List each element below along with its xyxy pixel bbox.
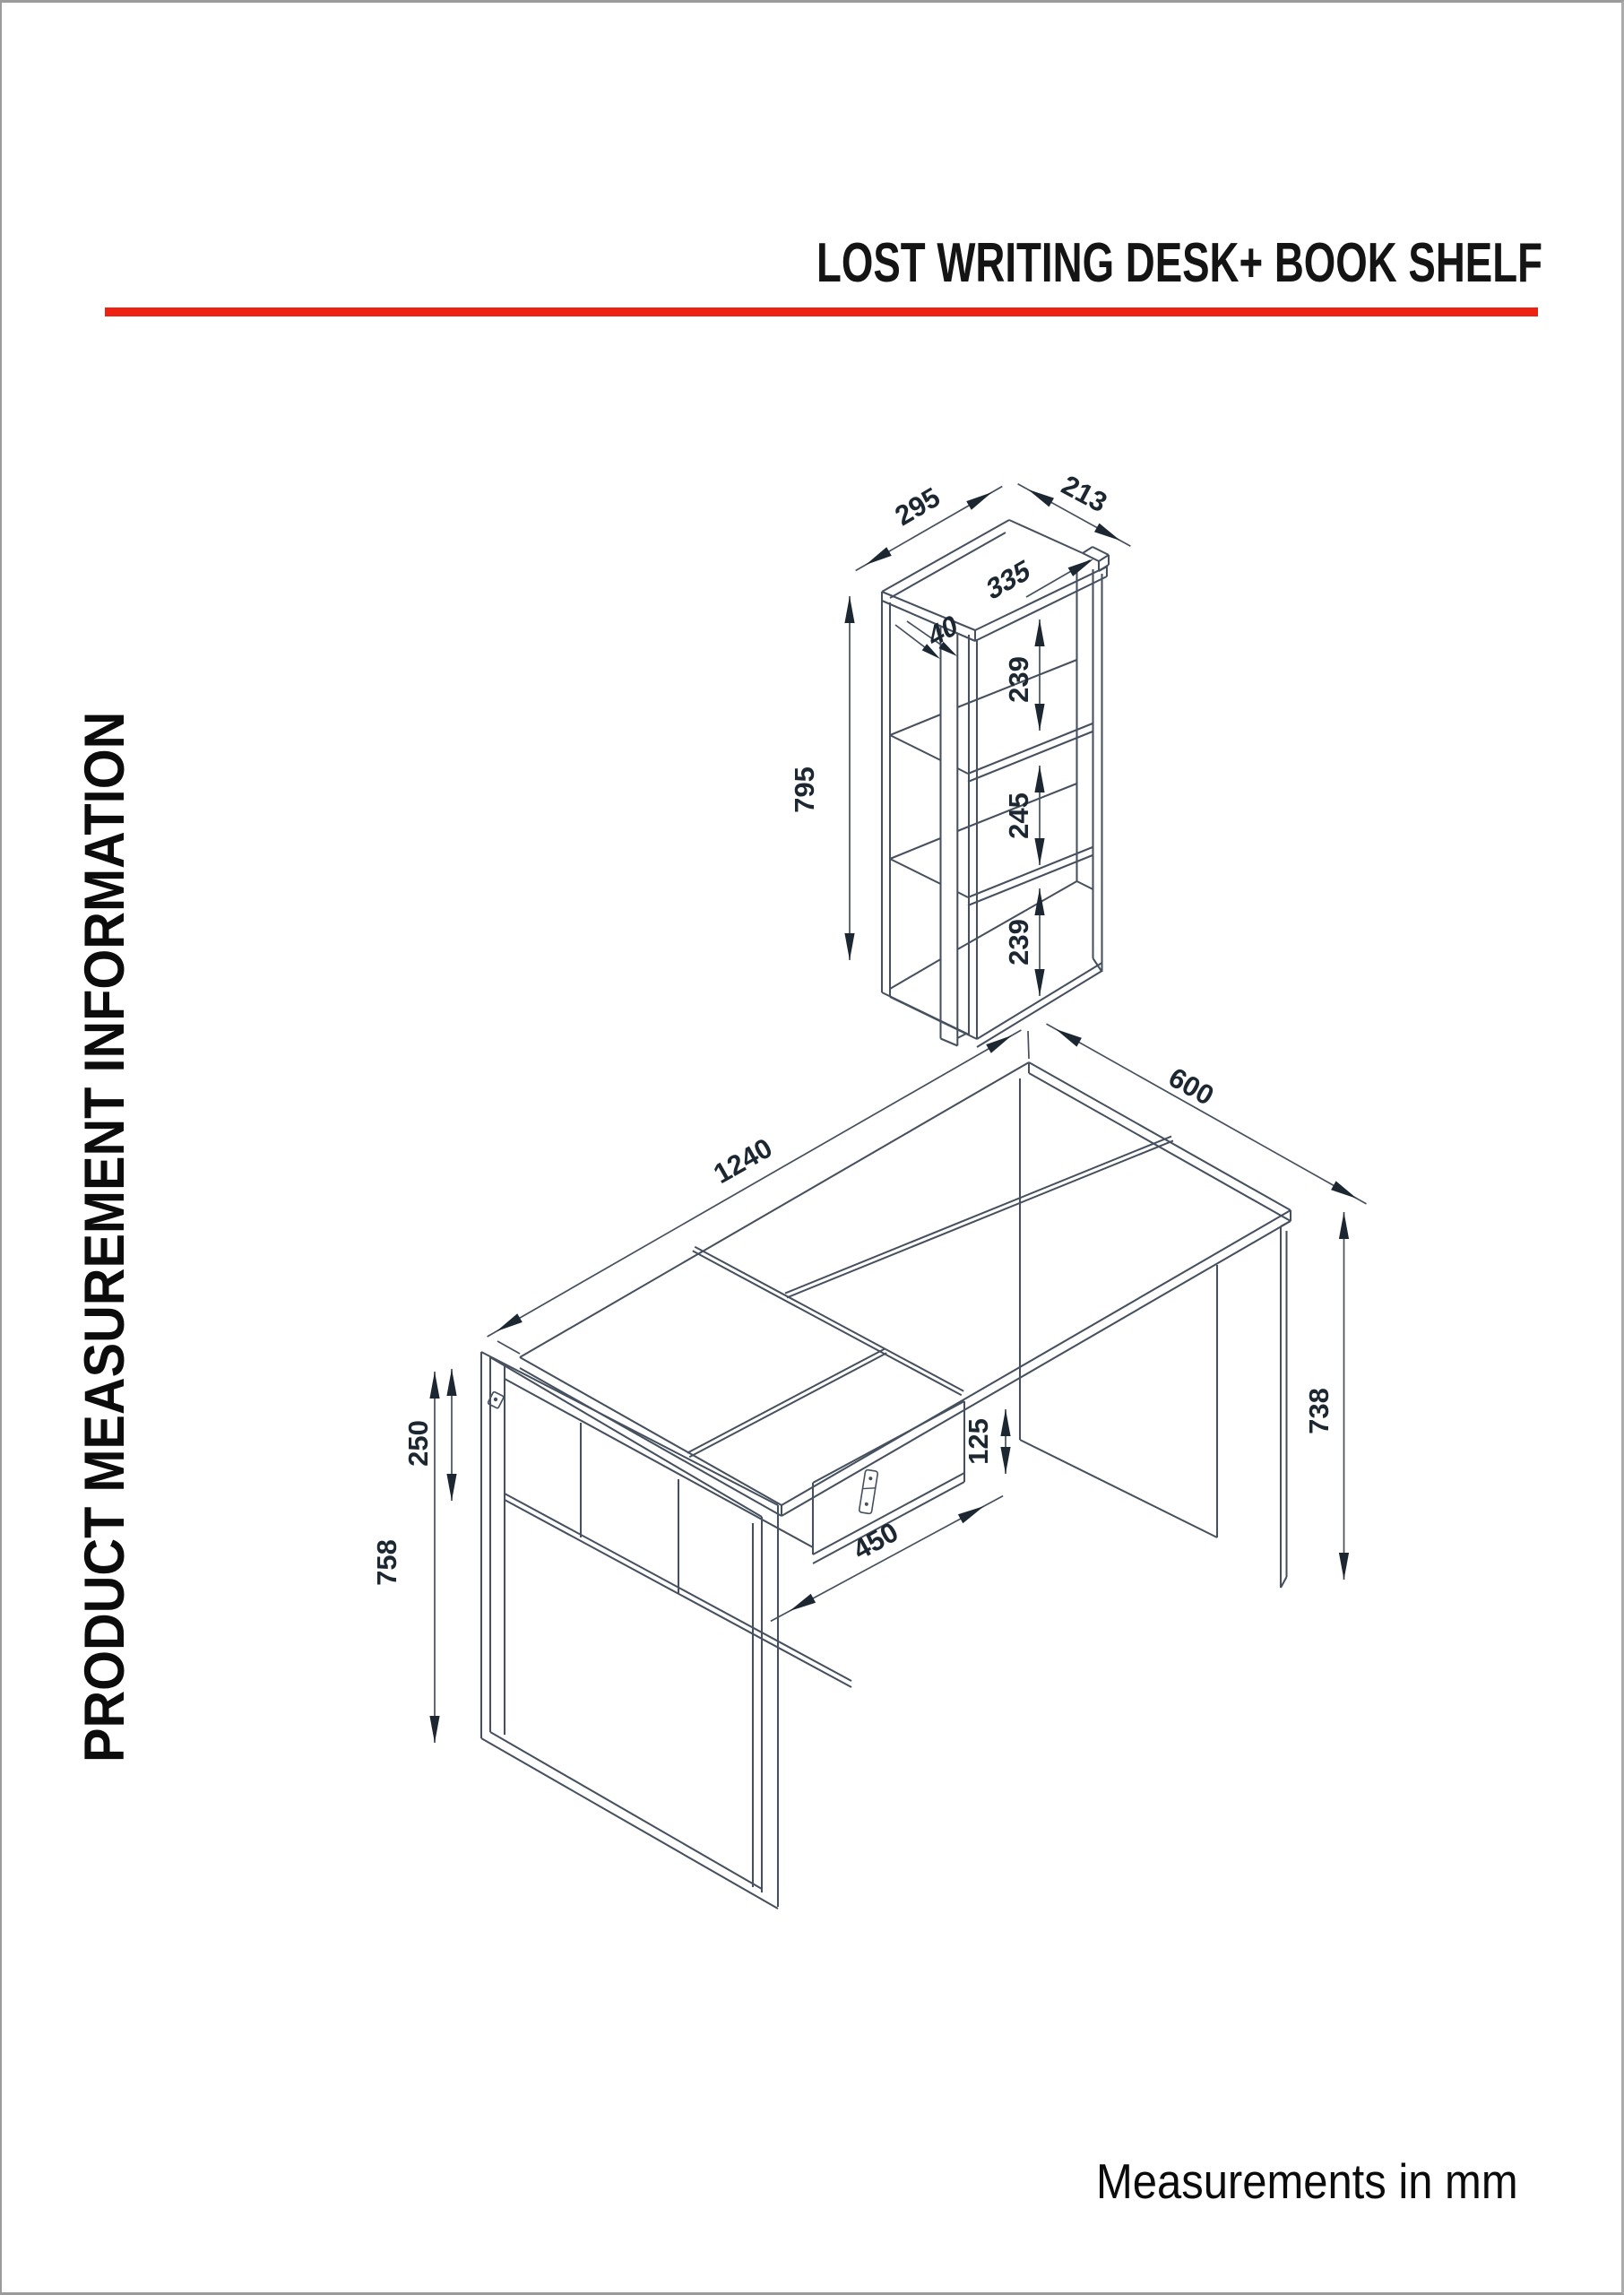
- svg-text:250: 250: [402, 1420, 434, 1467]
- svg-text:213: 213: [1057, 469, 1112, 518]
- svg-text:795: 795: [789, 766, 820, 813]
- svg-text:335: 335: [984, 553, 1033, 607]
- svg-text:450: 450: [848, 1516, 903, 1566]
- svg-text:738: 738: [1303, 1388, 1335, 1434]
- svg-text:239: 239: [1003, 919, 1034, 966]
- svg-text:245: 245: [1003, 792, 1034, 839]
- svg-text:40: 40: [925, 608, 961, 654]
- svg-text:125: 125: [963, 1418, 994, 1465]
- svg-text:1240: 1240: [708, 1132, 777, 1190]
- svg-text:758: 758: [371, 1539, 402, 1586]
- svg-text:600: 600: [1163, 1061, 1219, 1112]
- svg-text:239: 239: [1003, 656, 1034, 703]
